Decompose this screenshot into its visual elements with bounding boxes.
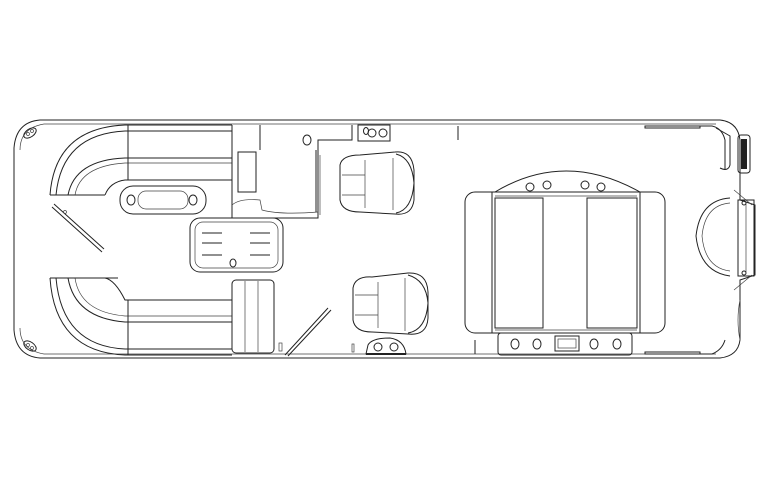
side-seat-bottom bbox=[231, 279, 275, 354]
cupholder-bottom bbox=[351, 337, 407, 355]
stern-light bbox=[737, 134, 751, 174]
stern-cabinet bbox=[497, 332, 633, 356]
bow-cleat-top bbox=[23, 127, 37, 139]
bow-gate bbox=[51, 203, 105, 253]
bow-lounge-bottom bbox=[49, 277, 232, 356]
bow-cleat-bottom bbox=[23, 340, 37, 352]
side-gate bbox=[278, 307, 332, 357]
helm-seat bbox=[339, 151, 415, 215]
pontoon-tip bbox=[737, 299, 741, 341]
helm-console bbox=[231, 125, 353, 219]
stern-rail-top bbox=[644, 125, 731, 170]
passenger-seat bbox=[352, 272, 429, 335]
boarding-ladder bbox=[695, 197, 755, 277]
cupholder-table-top bbox=[119, 185, 207, 215]
gauge-cluster bbox=[357, 124, 391, 142]
bow-lounge-top bbox=[49, 124, 232, 196]
rear-lounge bbox=[464, 170, 666, 334]
center-table bbox=[189, 217, 284, 273]
stern-rail-bottom bbox=[644, 339, 726, 355]
